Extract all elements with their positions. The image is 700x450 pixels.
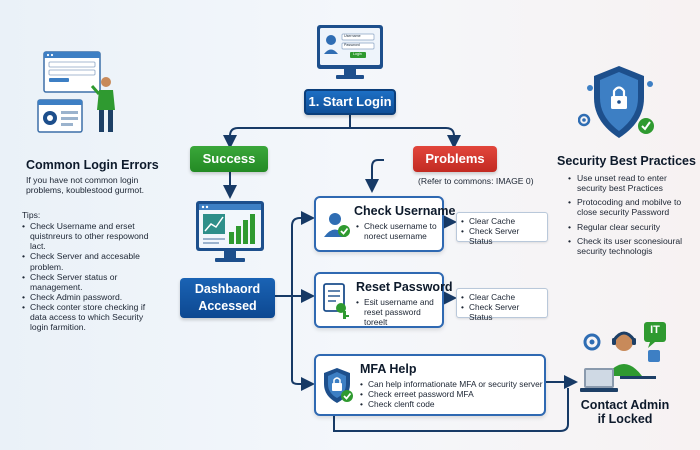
shield-lock-icon [322, 366, 356, 411]
arrow-vertical-trunk [291, 211, 315, 380]
security-best-practices-title: Security Best Practices [557, 154, 696, 168]
tip-item: Check conter store checking if data acce… [22, 302, 150, 332]
dashboard-monitor-illustration [195, 200, 265, 266]
mfa-help-card: MFA Help Can help informationate MFA or … [314, 354, 546, 416]
contact-admin-step: Contact Admin if Locked [568, 398, 682, 427]
tip-item: Check Server status or management. [22, 272, 150, 292]
reset-password-bullets: Esit username and reset password toreelt [356, 297, 444, 328]
mfa-help-bullet: Check clenft code [360, 399, 544, 410]
arrow-problems-card [365, 159, 384, 193]
side-note-1-list: Clear Cache Check Server Status [461, 216, 543, 246]
contact-admin-line1: Contact Admin [580, 398, 670, 412]
contact-admin-line2: if Locked [597, 412, 653, 427]
login-errors-illustration [36, 50, 122, 142]
side-note-item: Clear Cache [461, 292, 543, 302]
side-note-2: Clear Cache Check Server Status [456, 288, 548, 322]
best-practice-item: Protocoding and mobilve to close securit… [568, 197, 688, 217]
side-note-item: Check Server Status [461, 302, 543, 322]
mfa-help-title: MFA Help [360, 362, 417, 376]
it-badge: IT [650, 324, 660, 336]
best-practice-item: Use unset read to enter security best Pr… [568, 173, 688, 193]
security-best-practices-list: Use unset read to enter security best Pr… [568, 173, 688, 260]
mfa-help-bullet: Check erreet password MFA [360, 389, 544, 400]
arrow-bottom-loop [333, 388, 569, 432]
side-note-item: Check Server Status [461, 226, 543, 246]
tips-label: Tips: [22, 210, 41, 220]
reset-password-title: Reset Password [356, 280, 453, 294]
check-username-card: Check Username Check username to norect … [314, 196, 455, 252]
mfa-help-bullet: Can help informationate MFA or security … [360, 379, 544, 390]
tip-item: Check Admin password. [22, 292, 150, 302]
problems-branch: Problems [413, 146, 497, 172]
login-button-mock: Login [353, 52, 362, 56]
check-username-title: Check Username [354, 204, 456, 218]
login-monitor-illustration: Username Password Login [316, 24, 384, 79]
dashboard-label-line2: Accessed [198, 299, 257, 313]
arrow-to-problems [350, 127, 461, 149]
arrow-to-success [223, 127, 350, 149]
success-branch: Success [190, 146, 268, 172]
problems-reference-note: (Refer to commons: IMAGE 0) [418, 176, 534, 186]
dashboard-accessed-step: Dashbaord Accessed [180, 278, 275, 318]
reset-password-card: Reset Password Esit username and reset p… [314, 272, 453, 328]
it-support-illustration: IT [580, 318, 672, 396]
document-key-icon [322, 282, 352, 325]
common-login-errors-title: Common Login Errors [26, 158, 159, 172]
tips-list: Check Username and erset quistnreurs to … [22, 221, 150, 333]
login-username-field: Username [344, 34, 361, 38]
dashboard-label-line1: Dashbaord [194, 282, 261, 296]
tip-item: Check Server and accesable problem. [22, 251, 150, 271]
security-shield-illustration [577, 64, 660, 142]
best-practice-item: Regular clear security [568, 222, 688, 232]
side-note-2-list: Clear Cache Check Server Status [461, 292, 543, 322]
start-login-step: 1. Start Login [304, 89, 396, 115]
check-username-bullet: Check username to norect username [356, 221, 442, 242]
check-username-bullets: Check username to norect username [356, 221, 442, 242]
common-login-errors-intro: If you have not common login problems, k… [26, 175, 144, 196]
tip-item: Check Username and erset quistnreurs to … [22, 221, 150, 251]
side-note-item: Clear Cache [461, 216, 543, 226]
best-practice-item: Check its user sconesioural security tec… [568, 236, 688, 256]
mfa-help-bullets: Can help informationate MFA or security … [360, 379, 544, 410]
reset-password-bullet: Esit username and reset password toreelt [356, 297, 444, 328]
login-password-field: Password [344, 43, 360, 47]
user-check-icon [322, 210, 352, 245]
side-note-1: Clear Cache Check Server Status [456, 212, 548, 246]
arrow-to-mfa [291, 377, 315, 391]
